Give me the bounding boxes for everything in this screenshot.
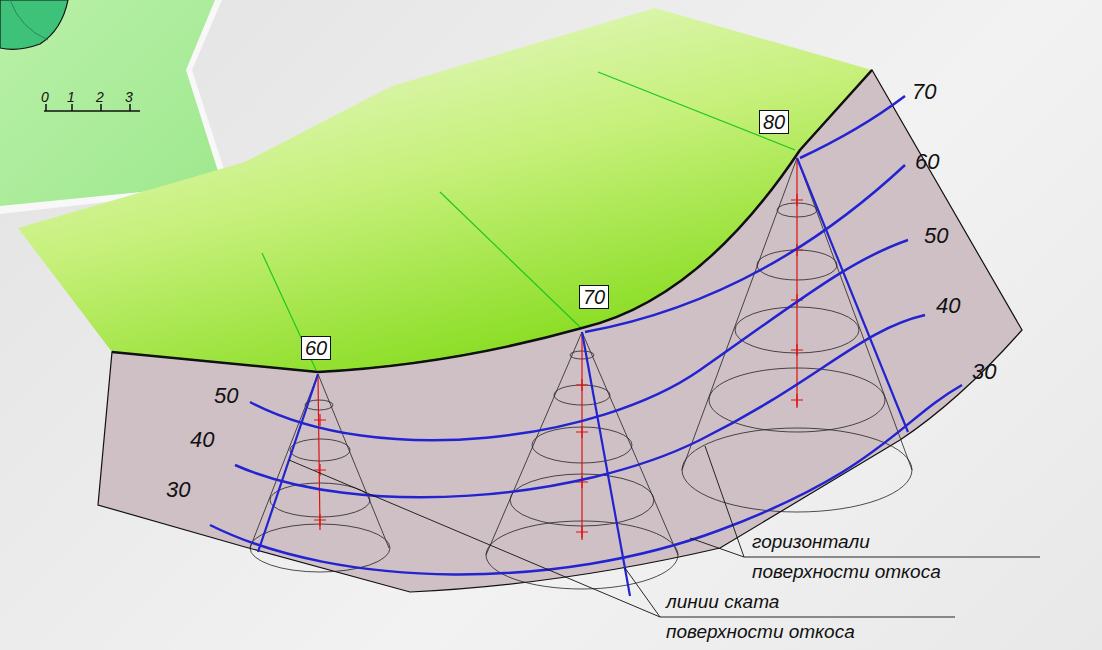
scale-number: 3 (125, 90, 133, 105)
scale-number: 0 (41, 90, 49, 105)
scale-number: 2 (96, 90, 104, 105)
callout-text: поверхности откоса (752, 562, 941, 583)
contour-elevation: 40 (936, 294, 960, 318)
slope-surface (98, 70, 1022, 592)
inset-cone (0, 0, 68, 49)
elevation-mark: 80 (759, 110, 789, 134)
contour-elevation: 70 (912, 80, 936, 104)
scale-bar (44, 104, 140, 111)
leader-lines (289, 446, 1040, 617)
slope-fall-lines (258, 158, 908, 596)
callout-text: поверхности откоса (666, 622, 855, 643)
contour-elevation: 40 (190, 428, 214, 452)
callout-text: горизонтали (752, 532, 870, 553)
callout-text: линии ската (666, 592, 779, 613)
contour-elevation: 50 (214, 384, 238, 408)
elevation-mark: 60 (301, 336, 331, 360)
elevation-value: 70 (583, 286, 605, 308)
contour-elevation: 60 (915, 150, 939, 174)
contour-elevation: 30 (166, 478, 190, 502)
slope-crest (112, 70, 872, 372)
slope-contours (210, 96, 962, 574)
scale-number: 1 (67, 90, 75, 105)
elevation-value: 80 (763, 111, 785, 133)
inset-ground (0, 0, 222, 206)
elevation-value: 60 (305, 337, 327, 359)
inset-edge (10, 0, 48, 40)
contour-elevation: 50 (924, 224, 948, 248)
elevation-mark: 70 (579, 285, 609, 309)
contour-elevation: 30 (972, 360, 996, 384)
